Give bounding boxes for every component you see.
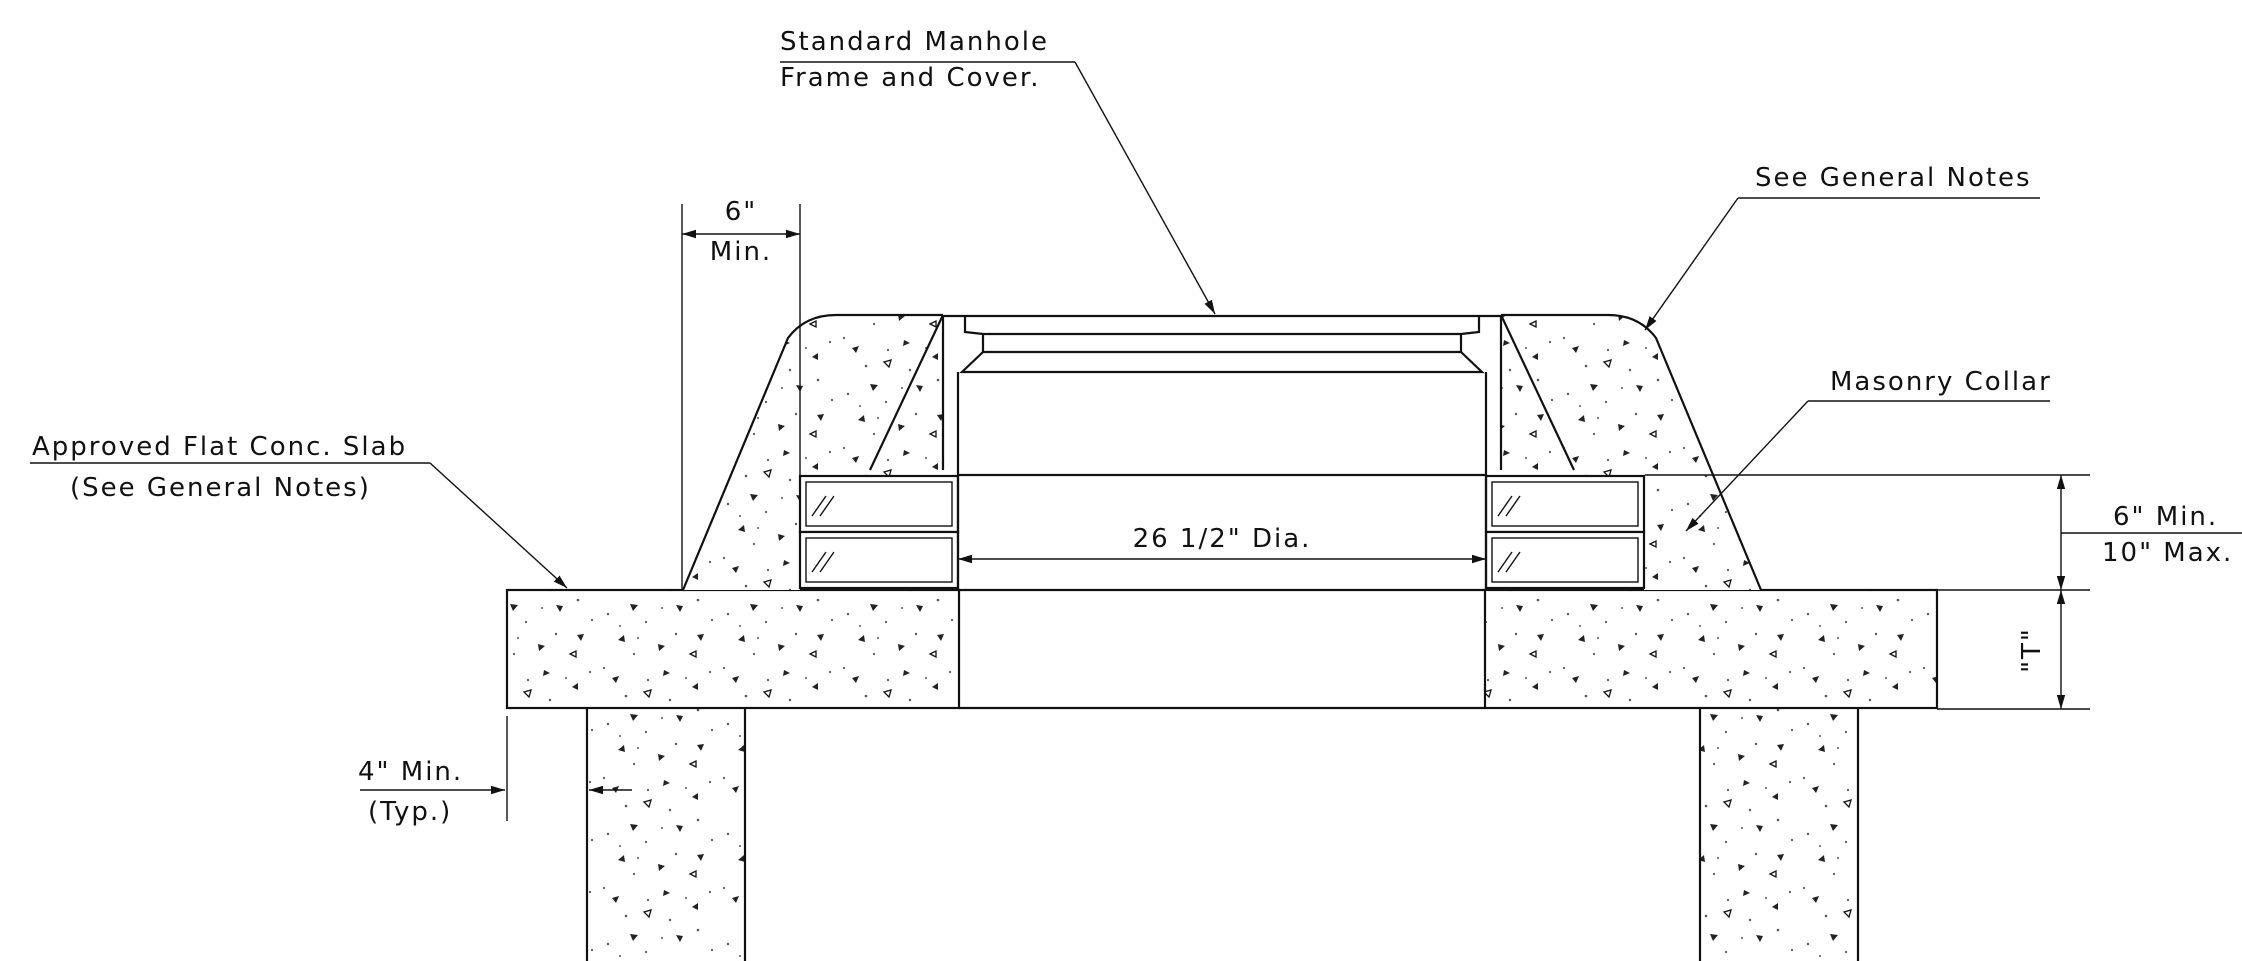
frame-cover-label-line1: Standard Manhole (780, 27, 1049, 57)
flat-concrete-slab (505, 588, 1939, 710)
see-general-notes-label: See General Notes (1755, 163, 2032, 193)
dimension-slab-thickness (1937, 590, 2090, 710)
brick-courses-left (798, 474, 960, 590)
six-min-top-label: 6" (725, 197, 758, 227)
wall-offset-min-label: 4" Min. (358, 757, 463, 787)
slab-thickness-label: "T" (2017, 627, 2047, 673)
callout-masonry-collar (1685, 400, 2050, 532)
right-support-wall (1698, 709, 1860, 961)
callout-see-general-notes (1644, 197, 2040, 331)
frame-cover-label-line2: Frame and Cover. (780, 63, 1040, 93)
callout-frame-and-cover (780, 61, 1216, 315)
six-min-bottom-label: Min. (710, 237, 772, 267)
slab-label-line2: (See General Notes) (70, 473, 371, 503)
left-support-wall (585, 709, 747, 961)
collar-height-max-label: 10" Max. (2102, 538, 2233, 568)
callout-flat-slab (30, 462, 568, 589)
manhole-frame-and-cover (943, 314, 1501, 591)
dimension-wall-offset (360, 716, 632, 821)
masonry-collar-label: Masonry Collar (1830, 367, 2052, 397)
slab-label-line1: Approved Flat Conc. Slab (32, 432, 407, 462)
collar-height-min-label: 6" Min. (2113, 502, 2218, 532)
wall-offset-typ-label: (Typ.) (368, 797, 452, 827)
brick-courses-right (1484, 474, 1646, 590)
diameter-label: 26 1/2" Dia. (1133, 524, 1312, 554)
dimension-six-inch-min (681, 204, 801, 590)
